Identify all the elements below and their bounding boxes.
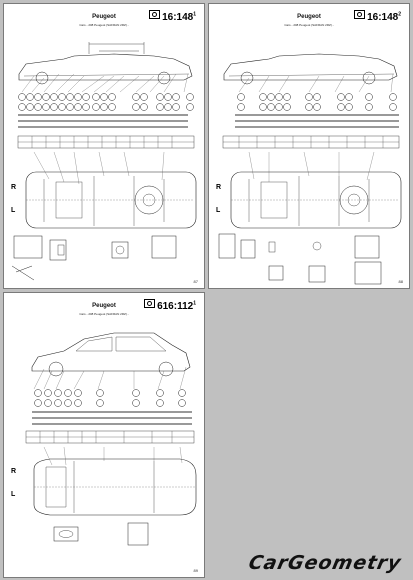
- page-number: 89: [193, 568, 198, 573]
- brand-title: Peugeot: [92, 303, 116, 309]
- vehicle-diagram: [25, 332, 197, 546]
- page-code: 16:1481: [149, 10, 196, 23]
- page-subtitle: Cars - 208 Peugeot (SAFRAN 2RZ) -: [284, 23, 334, 27]
- logo-text: CarGeometry: [246, 552, 404, 574]
- page-number: 88: [398, 279, 403, 284]
- right-side-label: R: [216, 184, 222, 191]
- empty-page-slot: [208, 292, 410, 578]
- page-code: 616:1121: [144, 299, 196, 312]
- camera-icon: [144, 299, 156, 308]
- page-number: 87: [193, 279, 198, 284]
- brand-title: Peugeot: [92, 14, 116, 20]
- left-side-label: L: [11, 207, 16, 214]
- document-page-3: Peugeot Cars - 208 Peugeot (SAFRAN 2RZ) …: [3, 292, 205, 578]
- page-code: 16:1482: [354, 10, 401, 23]
- document-page-2: Peugeot Cars - 208 Peugeot (SAFRAN 2RZ) …: [208, 3, 410, 289]
- right-side-label: R: [11, 184, 17, 191]
- brand-title: Peugeot: [297, 14, 321, 20]
- document-page-1: Peugeot Cars - 208 Peugeot (SAFRAN 2RZ) …: [3, 3, 205, 289]
- left-side-label: L: [11, 491, 16, 498]
- right-side-label: R: [11, 468, 17, 475]
- page-subtitle: Cars - 208 Peugeot (SAFRAN 2RZ) -: [79, 312, 129, 316]
- left-side-label: L: [216, 207, 221, 214]
- camera-icon: [149, 10, 161, 19]
- cargeometry-logo: CarGeometry: [201, 546, 404, 574]
- vehicle-diagram: [218, 53, 402, 285]
- vehicle-diagram: [11, 42, 197, 281]
- page-subtitle: Cars - 208 Peugeot (SAFRAN 2RZ) -: [79, 23, 129, 27]
- camera-icon: [354, 10, 366, 19]
